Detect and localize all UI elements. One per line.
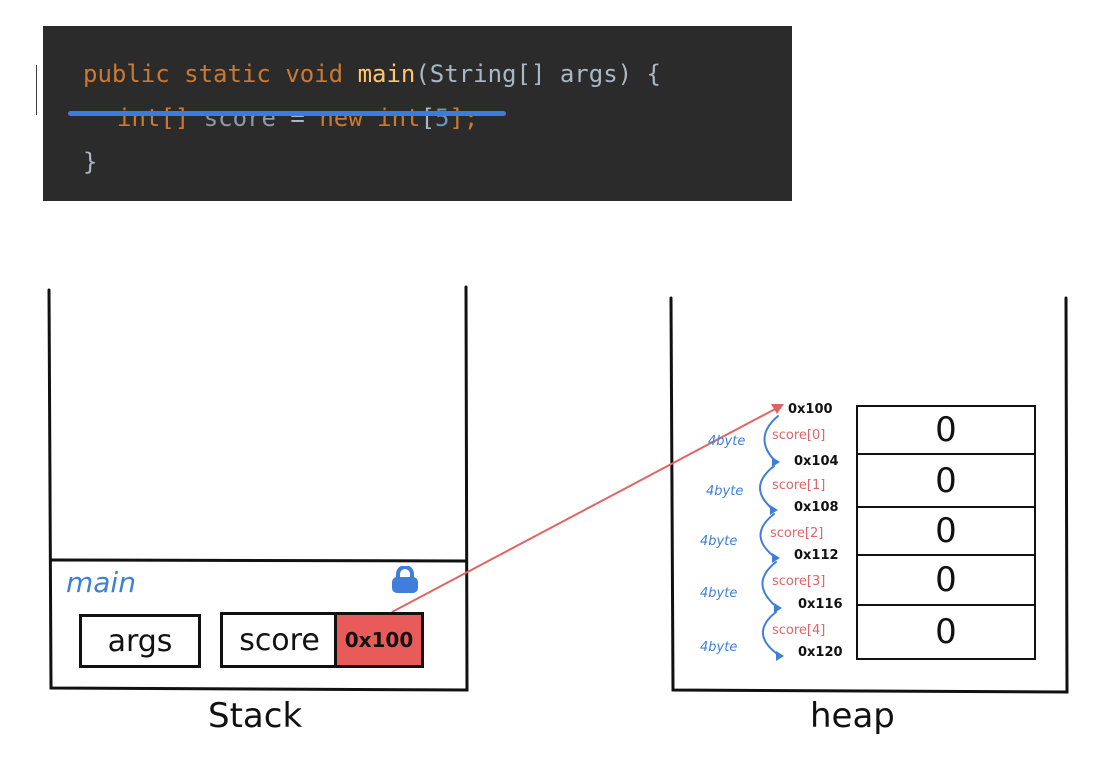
byte-size-label: 4byte	[700, 586, 738, 601]
score-reference-value: 0x100	[334, 612, 424, 668]
indent-guide	[36, 65, 37, 115]
keyword-void: void	[285, 60, 344, 88]
heap-cell: 0	[856, 405, 1036, 455]
lock-icon	[390, 565, 420, 598]
declared-type: int[]	[117, 104, 190, 132]
byte-brackets	[759, 415, 781, 657]
frame-title: main	[66, 566, 136, 599]
bracket-2	[759, 513, 777, 559]
method-params: (String[] args) {	[415, 60, 661, 88]
bracket-4	[761, 611, 781, 657]
index-label: score[1]	[772, 478, 826, 493]
highlight-underline	[68, 111, 506, 116]
byte-size-label: 4byte	[708, 434, 746, 449]
byte-size-label: 4byte	[700, 640, 738, 655]
bracket-arrowheads	[770, 457, 784, 661]
array-type: int	[377, 104, 421, 132]
heap-cell: 0	[856, 554, 1036, 606]
pointer-arrow	[391, 404, 784, 613]
index-label: score[2]	[770, 526, 824, 541]
byte-size-label: 4byte	[700, 534, 738, 549]
heap-cell: 0	[856, 506, 1036, 556]
stack-container	[47, 285, 469, 692]
code-line-close: }	[83, 148, 98, 176]
heap-cell: 0	[856, 604, 1036, 660]
address-label: 0x112	[794, 548, 839, 563]
args-slot: args	[79, 614, 201, 668]
bracket-3	[761, 561, 779, 609]
keyword-new: new	[319, 104, 363, 132]
heap-cell: 0	[856, 453, 1036, 508]
keyword-public: public	[83, 60, 170, 88]
address-label: 0x116	[798, 597, 843, 612]
bracket-close: ];	[449, 104, 479, 132]
index-label: score[0]	[772, 428, 826, 443]
bracket-1	[759, 465, 775, 511]
stack-caption: Stack	[208, 696, 303, 736]
index-label: score[4]	[772, 623, 826, 638]
method-name: main	[357, 60, 416, 88]
byte-size-label: 4byte	[706, 484, 744, 499]
heap-caption: heap	[810, 696, 895, 736]
code-line-signature: public static void main(String[] args) {	[83, 52, 792, 96]
index-label: score[3]	[772, 574, 826, 589]
heap-container	[669, 296, 1069, 694]
keyword-static: static	[184, 60, 271, 88]
address-label: 0x100	[788, 402, 833, 417]
score-slot: score	[220, 612, 336, 668]
variable-name: score	[203, 104, 276, 132]
address-label: 0x120	[798, 645, 843, 660]
address-label: 0x104	[794, 454, 839, 469]
address-label: 0x108	[794, 500, 839, 515]
